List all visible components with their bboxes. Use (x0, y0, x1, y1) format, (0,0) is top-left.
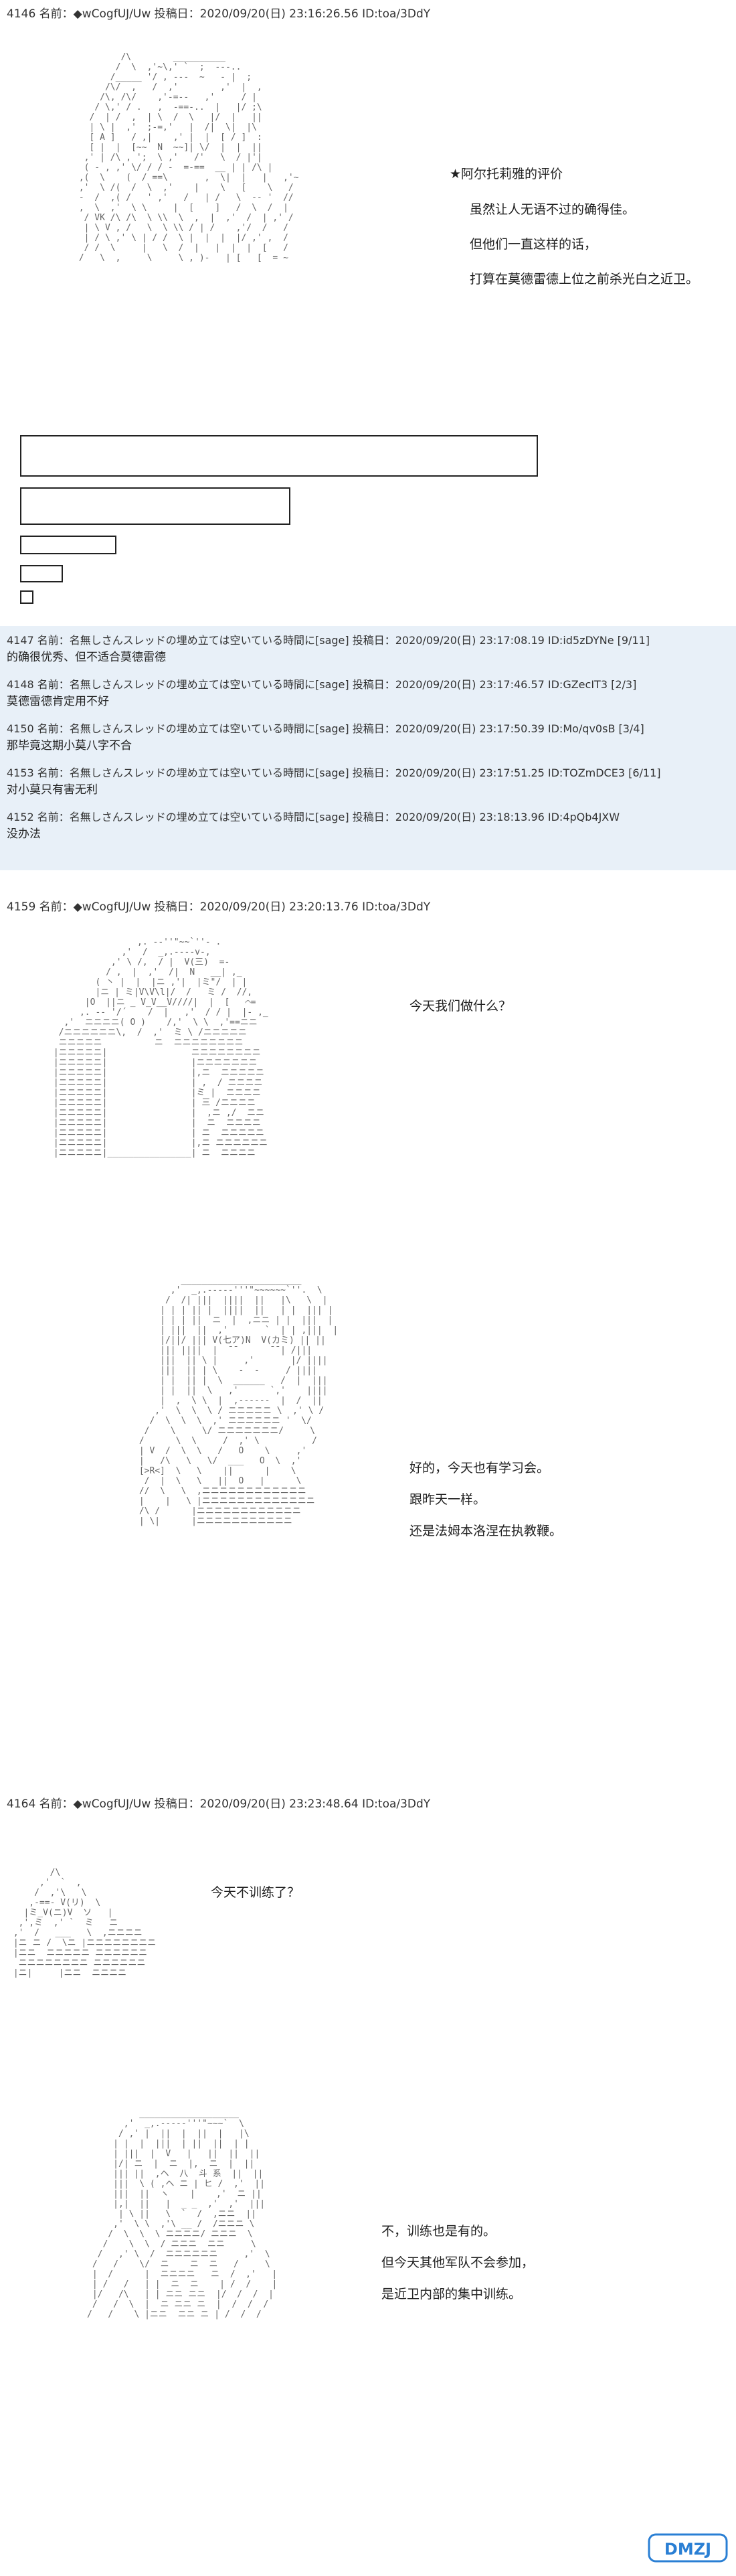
empty-speech-box-2 (20, 487, 290, 525)
empty-speech-box-5 (20, 590, 33, 604)
dialog-4146-3: 打算在莫德雷德上位之前杀光白之近卫。 (470, 272, 699, 287)
dialog-4164-a0: 今天不训练了？ (211, 1885, 300, 1900)
dialog-4159-b2: 还是法姆本洛涅在执教鞭。 (409, 1524, 563, 1538)
post-header-4159: 4159 名前：◆wCogfUJ/Uw 投稿日：2020/09/20(日) 23… (7, 900, 431, 914)
reply-header-4148: 4148 名前：名無しさんスレッドの埋め立ては空いている時間に[sage] 投稿… (7, 678, 637, 691)
dialog-4159-b0: 好的，今天也有学习会。 (409, 1461, 550, 1475)
ascii-art-knight-2: ___________________ ,' _,.-‐‐-‐'''"~~~` … (87, 2109, 278, 2320)
empty-speech-box-1 (20, 435, 538, 477)
dialog-4146-2: 但他们一直这样的话， (470, 237, 597, 252)
reply-header-4153: 4153 名前：名無しさんスレッドの埋め立ては空いている時間に[sage] 投稿… (7, 767, 661, 779)
ascii-art-girl-small: /\ ,' ` , / ,'\ \ ,-==- V(リ) \ |ミ_V(ニ)V … (13, 1868, 157, 1978)
dialog-4164-b1: 但今天其他军队不会参加， (381, 2255, 535, 2270)
reply-header-4150: 4150 名前：名無しさんスレッドの埋め立ては空いている時間に[sage] 投稿… (7, 722, 644, 735)
reply-body-4147: 的确很优秀、但不适合莫德雷德 (7, 651, 166, 664)
dialog-4159-b1: 跟昨天一样。 (409, 1492, 486, 1507)
dialog-4164-b0: 不，训练也是有的。 (381, 2224, 496, 2239)
reply-body-4153: 对小莫只有害无利 (7, 783, 98, 797)
replies-section: 4147 名前：名無しさんスレッドの埋め立ては空いている時間に[sage] 投稿… (0, 626, 736, 870)
dialog-4159-a0: 今天我们做什么？ (409, 999, 512, 1014)
reply-header-4147: 4147 名前：名無しさんスレッドの埋め立ては空いている時間に[sage] 投稿… (7, 634, 650, 647)
post-header-4164: 4164 名前：◆wCogfUJ/Uw 投稿日：2020/09/20(日) 23… (7, 1797, 431, 1811)
empty-speech-box-4 (20, 565, 63, 582)
reply-body-4150: 那毕竟这期小莫八字不合 (7, 739, 132, 752)
dialog-4164-b2: 是近卫内部的集中训练。 (381, 2287, 522, 2302)
ascii-art-teacher: _______________________ ,' _,.-‐‐-‐'''"~… (139, 1275, 339, 1526)
reply-body-4152: 没办法 (7, 827, 41, 841)
post-header-4146: 4146 名前：◆wCogfUJ/Uw 投稿日：2020/09/20(日) 23… (7, 7, 431, 21)
ascii-art-girl-hat: ,. -‐''"~~`''‐ . ,' / _,.-‐‐-v-, ,' \ /,… (53, 937, 268, 1158)
reply-body-4148: 莫德雷德肯定用不好 (7, 695, 109, 708)
empty-speech-box-3 (20, 536, 116, 554)
dialog-4146-1: 虽然让人无语不过的确得佳。 (470, 202, 636, 217)
ascii-art-knight-1: /\ __________ / \ ,'~\,' ` ; ---.. /____… (78, 52, 299, 263)
dialog-4146-0: ★阿尔托莉雅的评价 (450, 167, 563, 181)
dmzj-logo: DMZJ (648, 2533, 728, 2563)
reply-header-4152: 4152 名前：名無しさんスレッドの埋め立ては空いている時間に[sage] 投稿… (7, 811, 620, 823)
dmzj-logo-text: DMZJ (664, 2540, 711, 2559)
